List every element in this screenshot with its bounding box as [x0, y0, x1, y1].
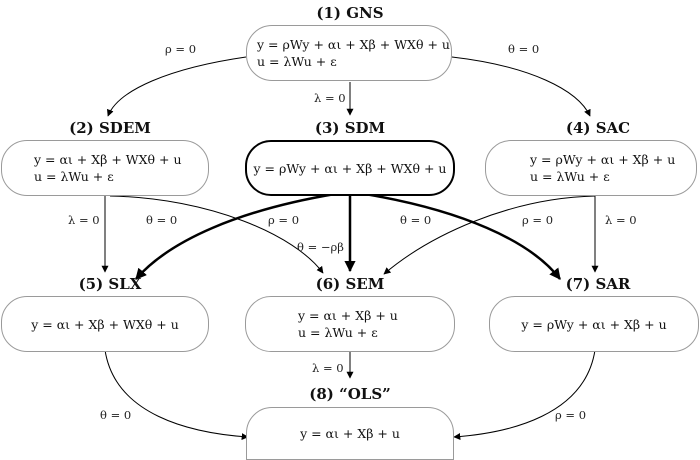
label-sdem-slx: λ = 0 — [68, 213, 100, 227]
sdm-equation-1: y = ρWy + αι + Xβ + WXθ + u — [253, 160, 447, 176]
label-sdm-sar: θ = 0 — [400, 213, 432, 227]
ols-equation-1: y = αι + Xβ + u — [300, 426, 400, 441]
label-gns-sdem: ρ = 0 — [165, 42, 197, 56]
label-sdem-sem: θ = 0 — [146, 213, 178, 227]
sac-box: y = ρWy + αι + Xβ + u u = λWu + ε — [485, 140, 697, 196]
slx-equation-1: y = αι + Xβ + WXθ + u — [31, 316, 179, 332]
label-slx-ols: θ = 0 — [100, 408, 132, 422]
gns-equation-2: u = λWu + ε — [257, 54, 337, 69]
label-sar-ols: ρ = 0 — [555, 408, 587, 422]
sar-box: y = ρWy + αι + Xβ + u — [489, 296, 699, 352]
arrow-sdm-sar — [364, 192, 561, 280]
sem-box: y = αι + Xβ + u u = λWu + ε — [245, 296, 455, 352]
sac-title: (4) SAC — [565, 119, 631, 137]
slx-box: y = αι + Xβ + WXθ + u — [1, 296, 209, 352]
label-sem-ols: λ = 0 — [312, 361, 344, 375]
label-gns-sdm: λ = 0 — [314, 91, 346, 105]
arrow-gns-sdem — [107, 56, 247, 117]
gns-equation-1: y = ρWy + αι + Xβ + WXθ + u — [257, 37, 450, 52]
label-gns-sac: θ = 0 — [508, 42, 540, 56]
arrow-gns-sac — [451, 56, 591, 117]
label-sdm-sem: θ = −ρβ — [297, 240, 344, 254]
arrow-sdm-slx — [135, 192, 336, 280]
ols-box: y = αι + Xβ + u — [246, 407, 454, 460]
arrow-sdem-sem — [109, 195, 324, 274]
label-sdm-slx: ρ = 0 — [268, 213, 300, 227]
sar-equation-1: y = ρWy + αι + Xβ + u — [521, 316, 667, 332]
sac-equation-2: u = λWu + ε — [530, 169, 610, 184]
sdem-equation-1: y = αι + Xβ + WXθ + u — [34, 152, 182, 167]
sem-title: (6) SEM — [315, 275, 385, 293]
label-sac-sar: λ = 0 — [605, 213, 637, 227]
sdem-title: (2) SDEM — [69, 119, 151, 137]
sdm-box: y = ρWy + αι + Xβ + WXθ + u — [245, 140, 455, 196]
sdem-box: y = αι + Xβ + WXθ + u u = λWu + ε — [1, 140, 209, 196]
sem-equation-2: u = λWu + ε — [298, 325, 378, 340]
sdm-title: (3) SDM — [314, 119, 386, 137]
arrow-sac-sem — [383, 195, 596, 275]
gns-box: y = ρWy + αι + Xβ + WXθ + u u = λWu + ε — [246, 25, 452, 81]
arrow-slx-ols — [104, 349, 249, 441]
ols-title: (8) “OLS” — [309, 385, 391, 403]
gns-title: (1) GNS — [316, 4, 384, 22]
sem-equation-1: y = αι + Xβ + u — [298, 308, 398, 323]
arrow-sar-ols — [453, 349, 596, 441]
slx-title: (5) SLX — [78, 275, 142, 293]
sac-equation-1: y = ρWy + αι + Xβ + u — [530, 152, 676, 167]
label-sac-sem: ρ = 0 — [522, 213, 554, 227]
sar-title: (7) SAR — [565, 275, 631, 293]
sdem-equation-2: u = λWu + ε — [34, 169, 114, 184]
